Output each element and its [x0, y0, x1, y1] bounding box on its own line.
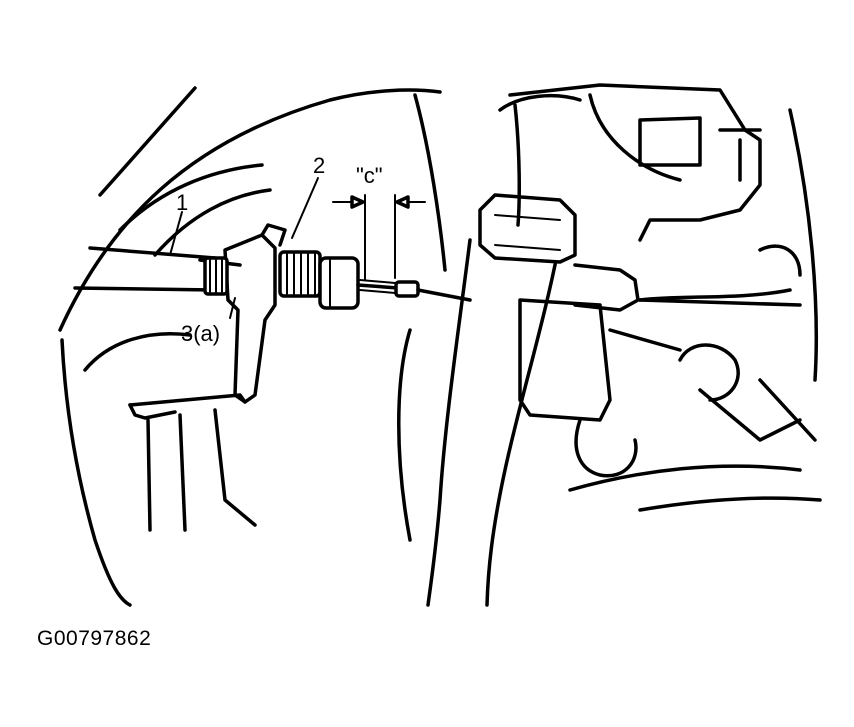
left-body-panel [58, 86, 447, 607]
dimension-c-markers [332, 194, 426, 281]
dimension-c-label: "c" [356, 163, 383, 188]
adjusting-nut [203, 250, 360, 310]
figure-id: G00797862 [37, 627, 152, 650]
callout-3a: 3(a) [181, 321, 220, 346]
callout-1: 1 [176, 190, 188, 215]
cable-bracket [128, 223, 287, 532]
callout-leaders [169, 177, 319, 319]
pedal-assembly [508, 83, 822, 512]
callout-2: 2 [313, 153, 325, 178]
clutch-hose [397, 93, 582, 607]
inner-cable [356, 279, 472, 302]
cable-housing [73, 246, 217, 292]
